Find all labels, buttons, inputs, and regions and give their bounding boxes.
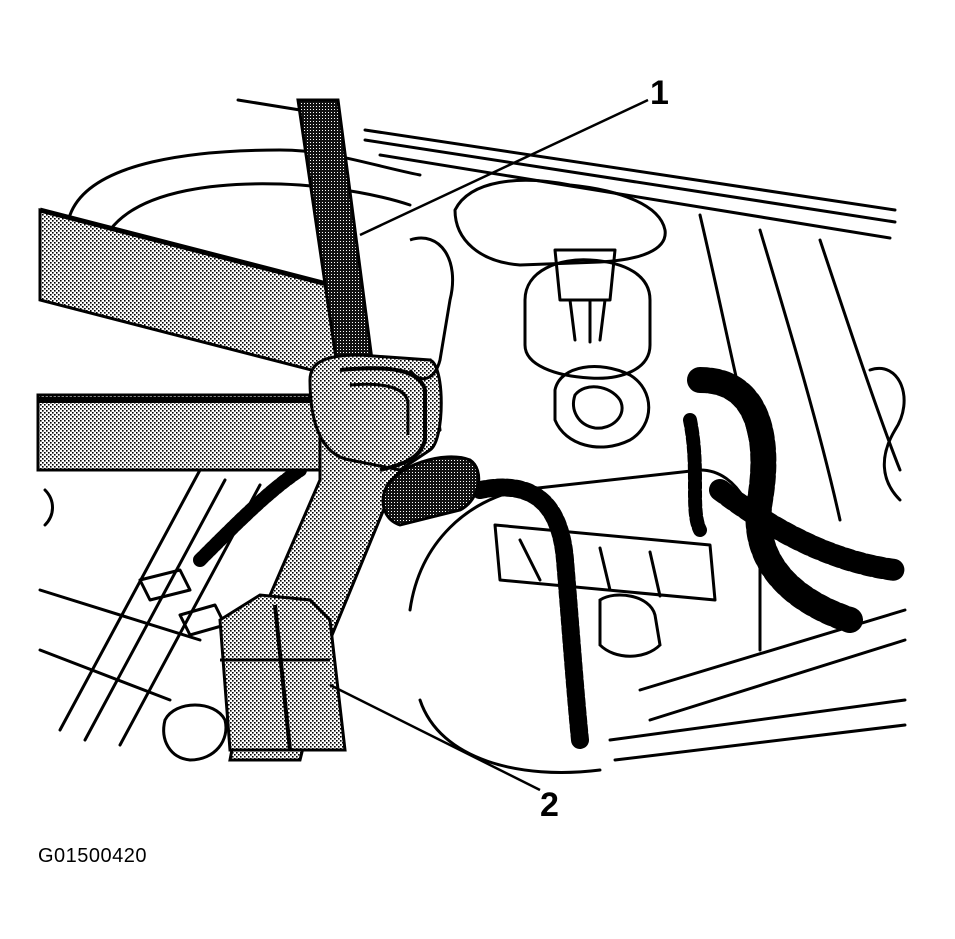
- left-loom: [193, 463, 307, 567]
- upper-shroud: [38, 208, 352, 382]
- corrugated-loom-4: [471, 478, 589, 749]
- leader-line-1: [359, 98, 649, 237]
- left-frame: [38, 588, 202, 642]
- upper-shroud-lip: [39, 207, 351, 293]
- fender-line-3: [818, 238, 902, 472]
- callout-1: 1: [650, 74, 669, 112]
- valve-cover: [493, 523, 717, 602]
- round-plug: [553, 365, 651, 449]
- strut-tower: [868, 366, 906, 502]
- sensor-connector: [553, 248, 617, 302]
- reservoir-cap: [523, 258, 652, 380]
- hood-rail-3: [378, 153, 892, 240]
- fuel-rail-2: [648, 638, 907, 722]
- lower-block-divide: [273, 604, 292, 751]
- harness-grommet: [381, 455, 481, 527]
- left-hook: [43, 488, 54, 527]
- leader-line-2: [329, 683, 541, 792]
- fuel-rail-4: [613, 723, 907, 762]
- upper-hose: [68, 148, 422, 217]
- left-tube-2: [83, 478, 227, 742]
- connector-pins: [568, 298, 607, 344]
- left-tube: [58, 468, 202, 732]
- corrugated-loom-2: [709, 479, 906, 581]
- hood-edge: [236, 98, 302, 112]
- valve-cover-2: [518, 538, 662, 598]
- fender-line-2: [758, 228, 842, 522]
- hood-rail: [363, 128, 897, 212]
- engine-lower: [418, 698, 602, 774]
- lower-harness-clip: [598, 593, 662, 658]
- hose-elbow: [408, 236, 455, 381]
- harness-bracket: [308, 353, 443, 472]
- lower-shroud: [36, 393, 322, 472]
- hood-rail-2: [363, 138, 897, 224]
- bracket-routing: [339, 366, 427, 472]
- fuel-rail: [638, 608, 907, 692]
- left-frame-2: [38, 648, 172, 702]
- clamp: [138, 568, 192, 602]
- corrugated-loom: [687, 367, 863, 633]
- bracket-routing-2: [349, 382, 410, 435]
- callout-2: 2: [540, 786, 559, 824]
- round-plug-inner: [572, 385, 624, 430]
- fuel-rail-3: [608, 698, 907, 742]
- lower-fitting: [162, 703, 228, 762]
- reservoir-body: [453, 178, 667, 267]
- upper-hose-2: [108, 182, 412, 232]
- corrugated-loom-3: [683, 413, 707, 537]
- figure-id-label: G01500420: [38, 845, 148, 867]
